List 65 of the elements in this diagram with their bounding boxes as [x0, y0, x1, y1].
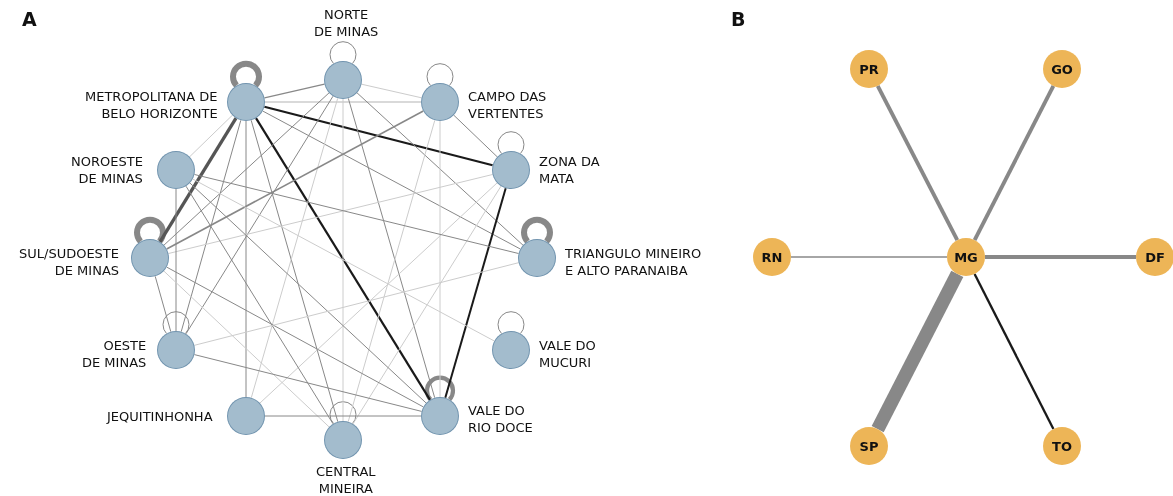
connection-line [189, 114, 233, 158]
connection-line [193, 262, 520, 346]
state-code: GO [1051, 61, 1073, 77]
self-loop-line [424, 375, 456, 401]
self-loop-line [521, 216, 553, 244]
connection-line [255, 117, 431, 401]
connection-line [166, 266, 424, 408]
self-loop-line [230, 60, 262, 88]
connection-line [264, 105, 493, 167]
connection-line [189, 182, 427, 404]
self-loop-line [162, 311, 190, 335]
connection-line [453, 114, 498, 158]
region-label: CENTRAL MINEIRA [316, 463, 376, 496]
connection-line [871, 270, 964, 433]
connection-line [264, 101, 422, 103]
connection-line [790, 256, 948, 258]
state-code: MG [954, 249, 978, 265]
connection-line [444, 187, 507, 399]
connection-line [264, 415, 422, 417]
connection-line [193, 354, 423, 412]
region-label: CAMPO DAS VERTENTES [468, 88, 547, 122]
connection-line [356, 92, 524, 246]
state-code: SP [859, 438, 879, 454]
region-label: ZONA DA MATA [539, 153, 600, 187]
connection-line [875, 85, 960, 241]
region-label: NOROESTE DE MINAS [71, 153, 143, 187]
self-loop-line [134, 216, 166, 244]
connection-line [158, 117, 238, 243]
connection-line [165, 110, 425, 250]
connection-line [163, 92, 330, 246]
self-loop-line [497, 311, 525, 335]
connection-line [192, 178, 495, 342]
connection-line [263, 83, 326, 99]
connection-line [262, 110, 521, 250]
region-label: METROPOLITANA DE BELO HORIZONTE [85, 88, 218, 122]
connection-line [185, 185, 334, 425]
panel-letter: B [731, 8, 746, 30]
connection-line [972, 85, 1056, 241]
region-label: OESTE DE MINAS [82, 337, 147, 371]
connection-line [154, 275, 172, 333]
connection-line [163, 270, 330, 428]
connection-line [245, 120, 247, 398]
connection-line [985, 255, 1136, 259]
region-label: NORTE DE MINAS [314, 6, 379, 40]
connection-line [259, 182, 498, 404]
region-label: JEQUITINHONHA [107, 408, 213, 425]
panel-letter: A [22, 8, 37, 30]
connection-line [180, 119, 242, 333]
connection-line [185, 95, 334, 335]
self-loop-line [329, 41, 357, 65]
connection-line [175, 188, 177, 332]
region-label: VALE DO MUCURI [539, 337, 596, 371]
region-label: VALE DO RIO DOCE [468, 402, 533, 436]
state-code: RN [761, 249, 783, 265]
self-loop-line [426, 63, 454, 87]
state-code: DF [1145, 249, 1165, 265]
region-label: SUL/SUDOESTE DE MINAS [19, 245, 120, 279]
self-loop-line [497, 131, 525, 155]
connection-line [973, 273, 1055, 430]
connection-line [361, 83, 422, 99]
region-label: TRIANGULO MINEIRO E ALTO PARANAIBA [565, 245, 702, 279]
state-code: PR [859, 61, 879, 77]
state-code: TO [1052, 438, 1072, 454]
connection-line [352, 185, 502, 425]
self-loop-line [329, 401, 357, 425]
